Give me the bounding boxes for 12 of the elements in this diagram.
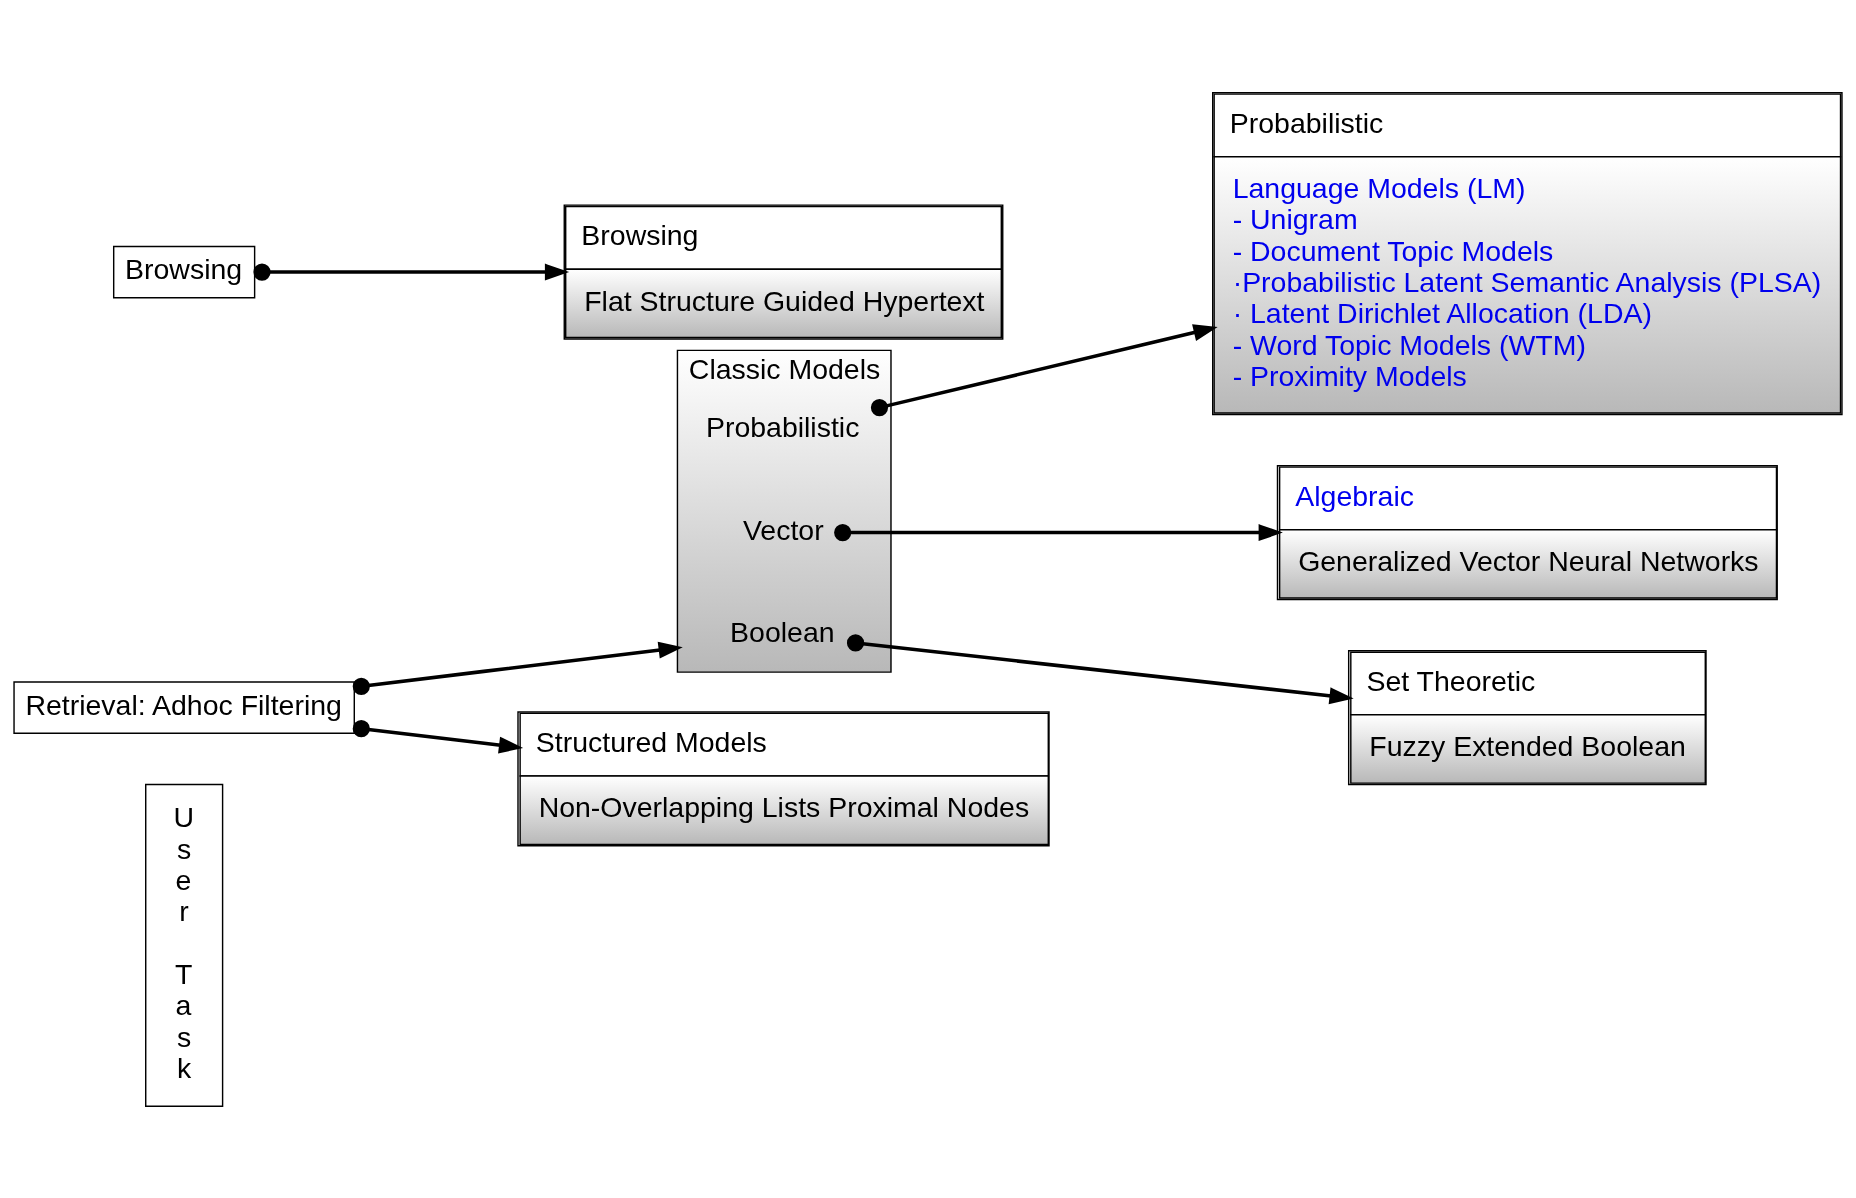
arrow xyxy=(870,323,1218,416)
arrow xyxy=(253,262,570,281)
arrow xyxy=(352,641,683,695)
arrow xyxy=(846,633,1354,704)
arrow xyxy=(834,523,1283,541)
arrow xyxy=(352,719,524,753)
node-box: Retrieval: Adhoc Filtering xyxy=(13,680,355,734)
node-text: Probabilistic xyxy=(705,410,860,443)
node-text: Vector xyxy=(742,513,824,546)
node-text: Boolean xyxy=(730,615,835,648)
node-box: Browsing xyxy=(113,245,256,298)
node-box: User Task xyxy=(145,783,224,1107)
